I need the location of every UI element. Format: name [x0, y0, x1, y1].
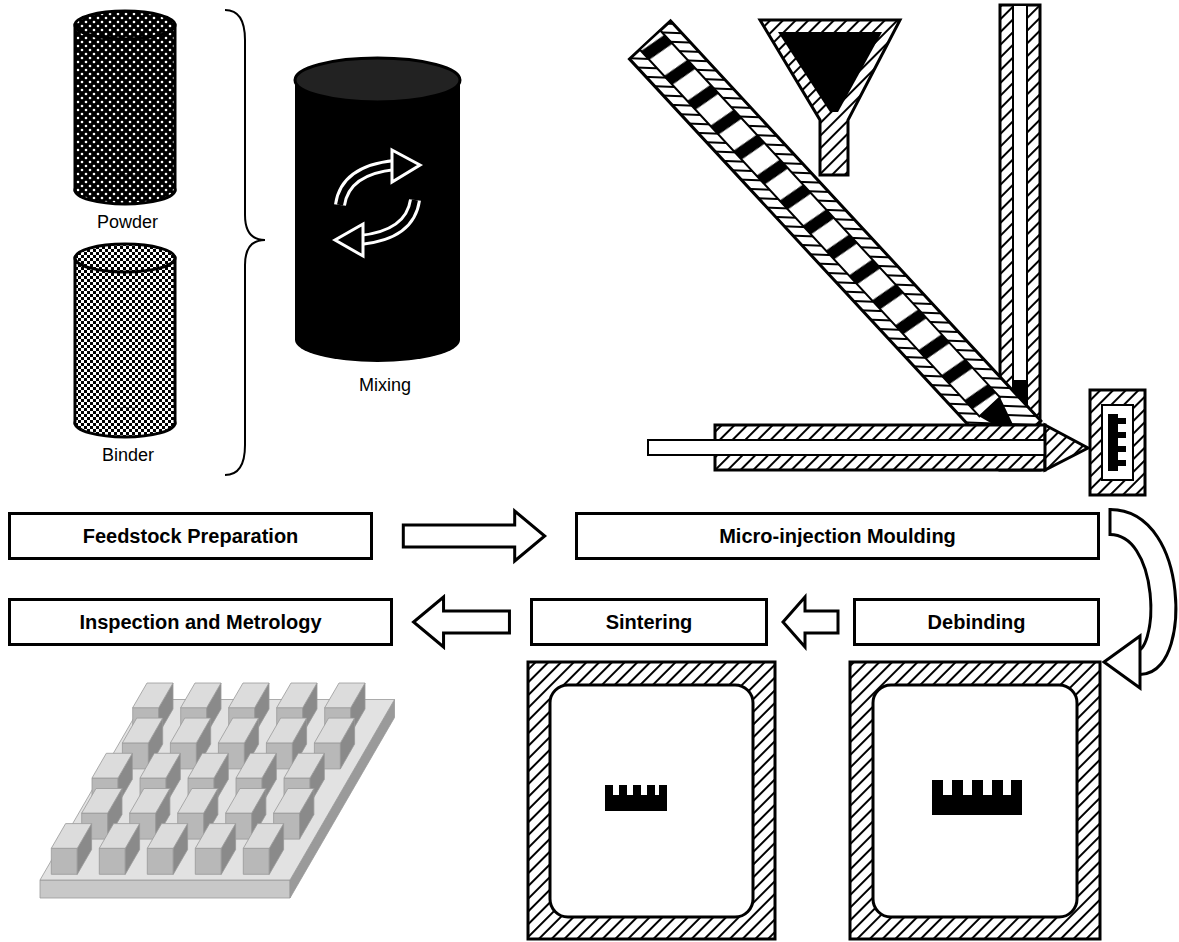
process-box: Inspection and Metrology	[8, 598, 393, 646]
flow-arrow	[403, 511, 544, 561]
binder-container	[75, 244, 175, 437]
illustration-label: Mixing	[359, 375, 411, 396]
process-box: Feedstock Preparation	[8, 512, 373, 560]
step-label: Inspection and Metrology	[79, 611, 321, 634]
process-box: Debinding	[853, 598, 1100, 646]
mixer	[295, 58, 460, 362]
step-label: Feedstock Preparation	[83, 525, 299, 548]
injection-machine	[629, 5, 1145, 495]
flow-arrow	[414, 597, 510, 647]
step-label: Sintering	[606, 611, 693, 634]
debinding-furnace	[850, 662, 1100, 939]
flow-arrow	[783, 597, 838, 647]
brace	[225, 10, 265, 475]
flow-arrow	[1104, 508, 1163, 688]
step-label: Debinding	[928, 611, 1026, 634]
illustration-label: Binder	[102, 445, 154, 466]
process-box: Sintering	[530, 598, 768, 646]
powder-container	[75, 11, 175, 204]
sintering-furnace	[528, 662, 775, 939]
illustration-label: Powder	[97, 212, 158, 233]
process-box: Micro-injection Moulding	[575, 512, 1100, 560]
step-label: Micro-injection Moulding	[719, 525, 956, 548]
micro-part	[40, 683, 395, 898]
